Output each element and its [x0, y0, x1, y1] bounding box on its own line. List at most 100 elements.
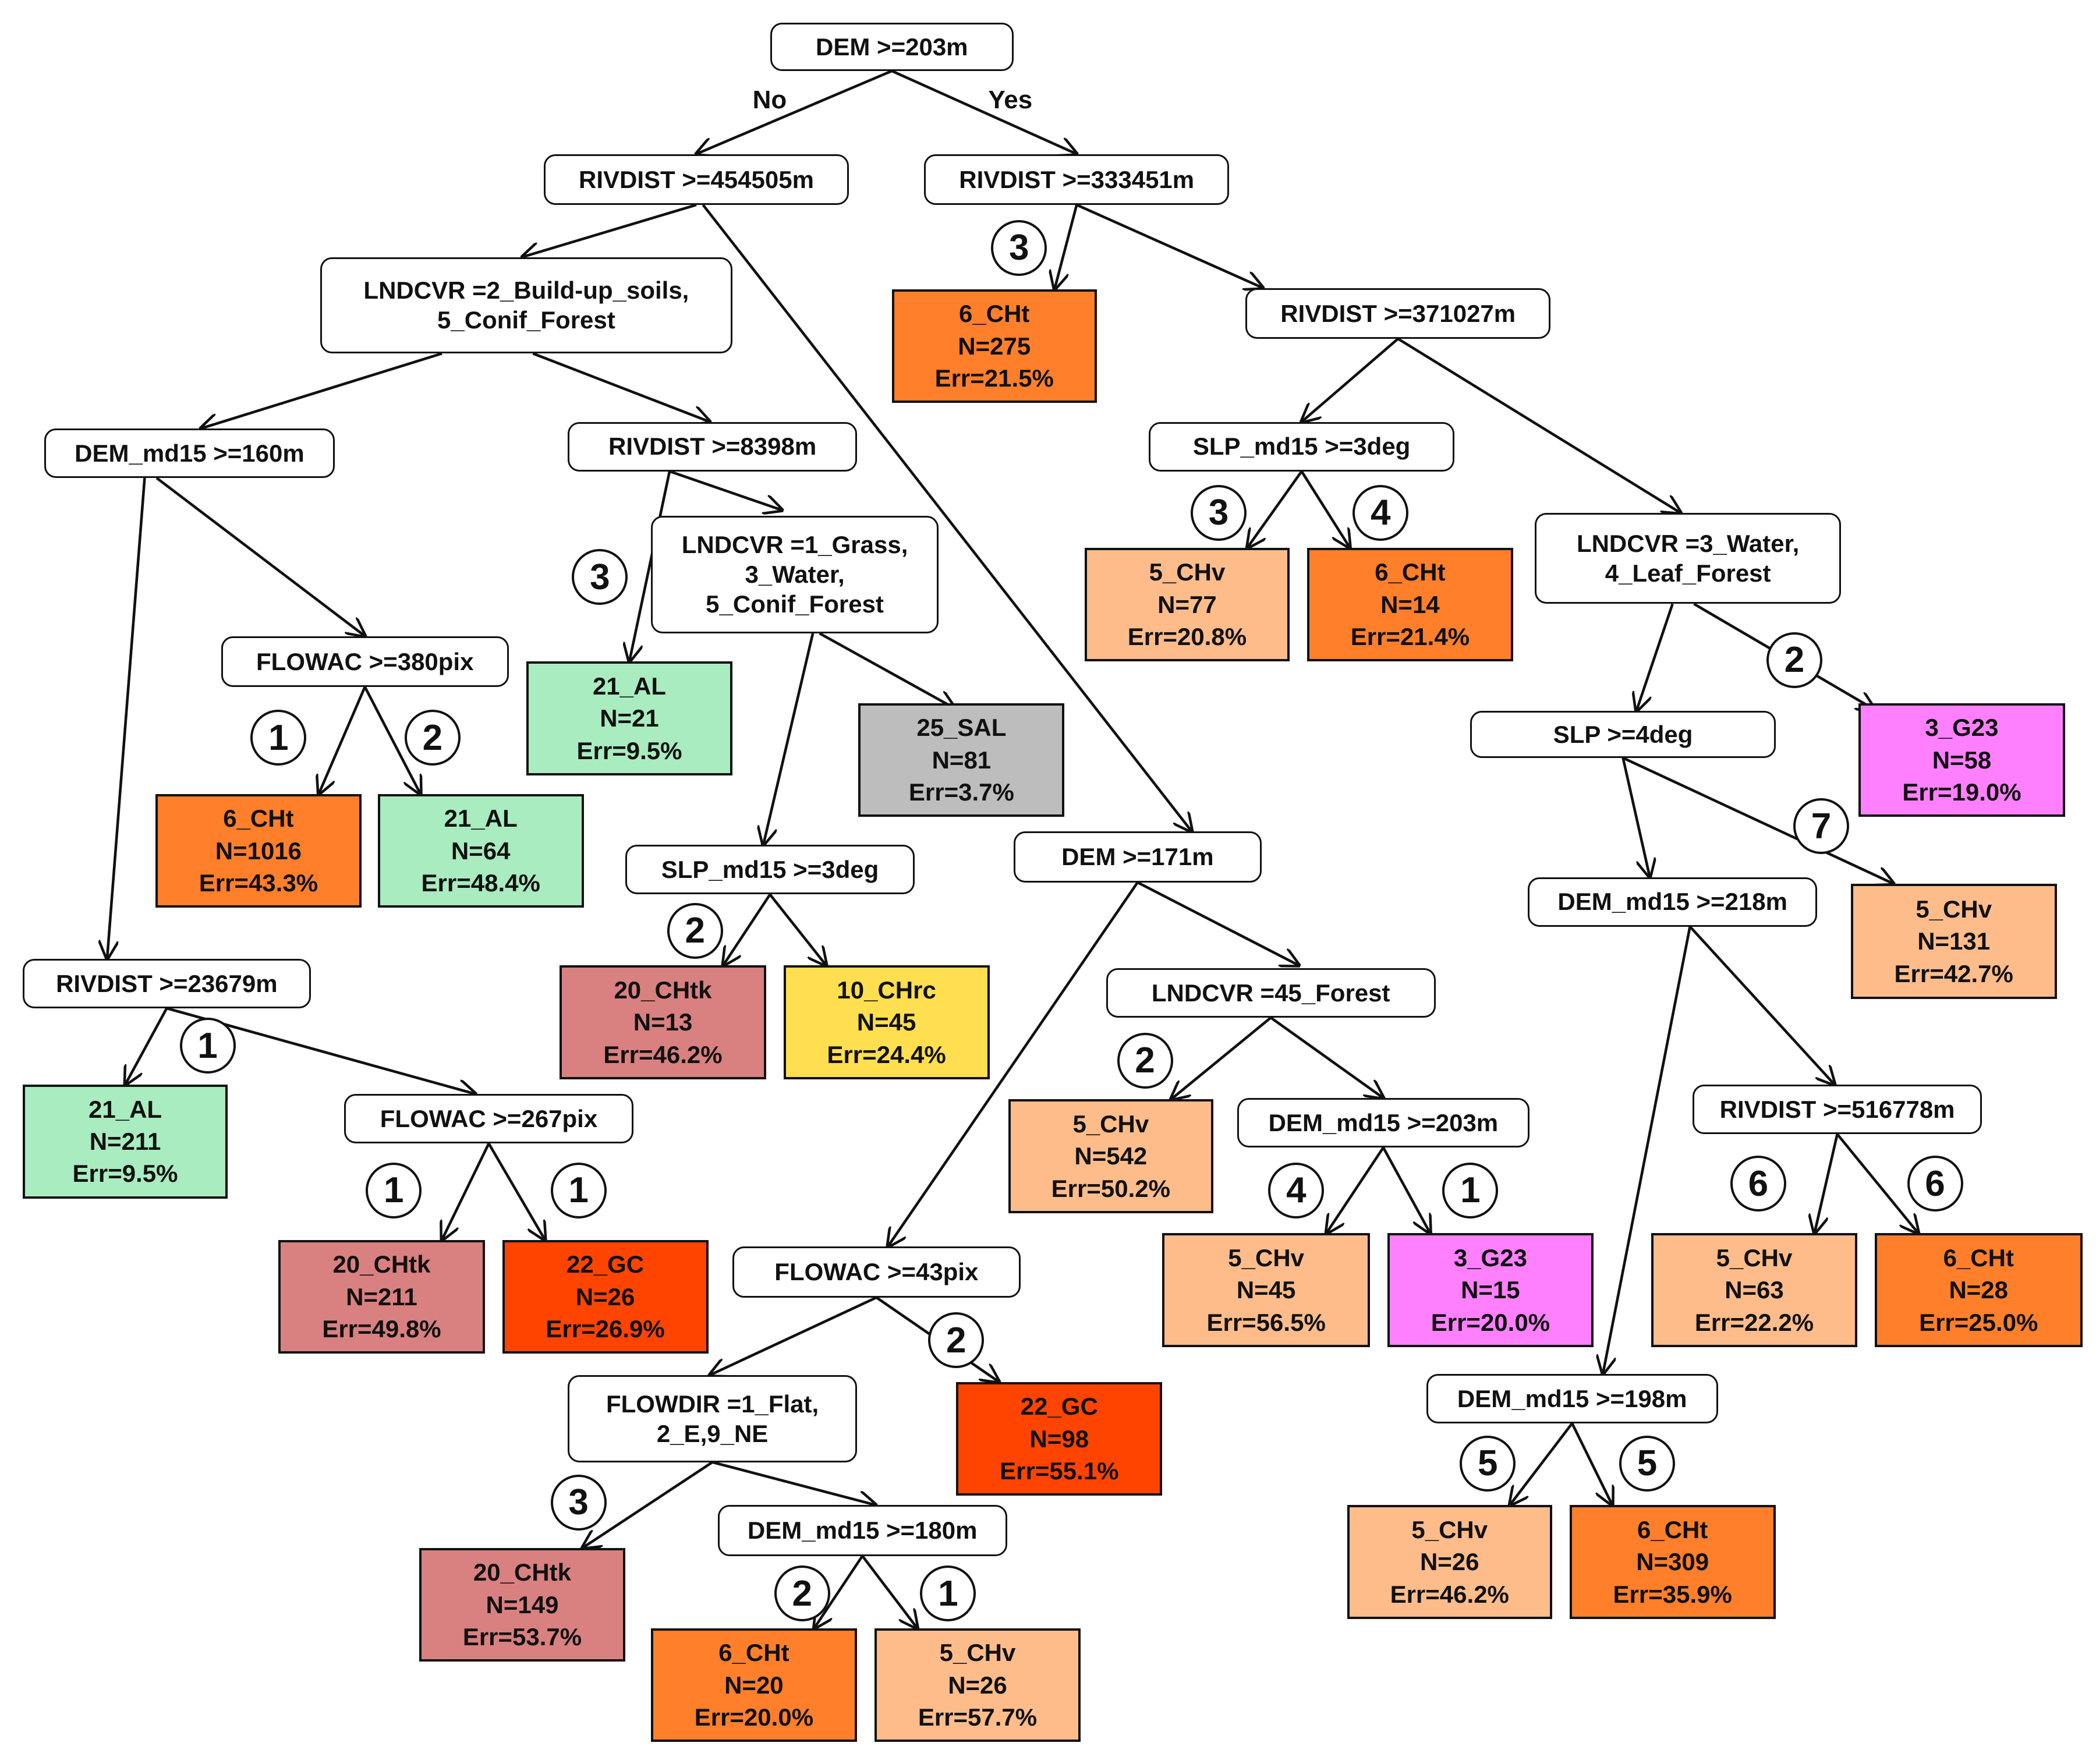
leaf-error-rate: Err=49.8%	[322, 1315, 441, 1343]
leaf-count: N=63	[1725, 1276, 1784, 1304]
split-node: SLP >=4deg	[1470, 711, 1776, 758]
edge-badge: 2	[404, 710, 461, 766]
leaf-error-rate: Err=9.5%	[72, 1160, 178, 1188]
edge-n_flow380-to-l_6cht_1016	[318, 686, 366, 794]
split-node: DEM_md15 >=203m	[1237, 1098, 1529, 1148]
leaf-class-label: 10_CHrc	[837, 976, 936, 1004]
edge-n_riv371027-to-n_slpmd3a	[1302, 338, 1399, 422]
leaf-count: N=77	[1157, 590, 1217, 618]
leaf-class-label: 5_CHv	[1228, 1244, 1305, 1271]
split-node: RIVDIST >=23679m	[23, 958, 311, 1008]
leaf-error-rate: Err=20.0%	[1431, 1308, 1550, 1336]
split-rule-text: FLOWAC >=380pix	[256, 647, 474, 675]
edge-n_dem160-to-n_flow380	[155, 477, 365, 636]
split-node: DEM_md15 >=180m	[717, 1505, 1007, 1556]
split-rule-text: 2_E,9_NE	[656, 1419, 769, 1447]
leaf-error-rate: Err=57.7%	[918, 1703, 1038, 1731]
split-node: SLP_md15 >=3deg	[1149, 421, 1454, 472]
leaf-count: N=1016	[215, 837, 302, 865]
edge-badge: 1	[179, 1018, 236, 1074]
edge-root-to-n_riv333451	[891, 69, 1077, 154]
edge-badge: 4	[1353, 484, 1409, 541]
split-node: FLOWDIR =1_Flat,2_E,9_NE	[568, 1375, 857, 1462]
edge-n_dem198-to-l_5chv_26a	[1510, 1422, 1574, 1505]
leaf-count: N=211	[346, 1283, 417, 1310]
branch-label-yes: Yes	[988, 86, 1033, 115]
leaf-count: N=275	[958, 332, 1031, 360]
edge-badge: 5	[1460, 1435, 1516, 1492]
edge-badge: 3	[1191, 484, 1247, 541]
leaf-count: N=26	[575, 1283, 635, 1310]
leaf-count: N=13	[633, 1008, 693, 1036]
split-rule-text: SLP >=4deg	[1553, 720, 1693, 748]
leaf-count: N=98	[1029, 1425, 1089, 1453]
edge-n_lnd45-to-l_5chv_542	[1171, 1016, 1272, 1099]
leaf-error-rate: Err=46.2%	[603, 1040, 723, 1068]
split-rule-text: LNDCVR =1_Grass,	[681, 530, 908, 558]
leaf-count: N=26	[1419, 1548, 1479, 1576]
edge-n_dem203-to-l_5chv_45	[1326, 1146, 1385, 1233]
leaf-error-rate: Err=22.2%	[1694, 1308, 1814, 1336]
leaf-count: N=45	[856, 1008, 916, 1036]
split-rule-text: 4_Leaf_Forest	[1605, 559, 1771, 587]
leaf-count: N=14	[1380, 590, 1440, 618]
edge-n_lnd2-to-n_riv8398	[532, 352, 710, 421]
leaf-class-label: 5_CHv	[1411, 1515, 1488, 1543]
split-node: DEM_md15 >=198m	[1426, 1373, 1718, 1423]
edge-n_lnd45-to-n_dem203	[1270, 1016, 1383, 1098]
edge-badge: 2	[928, 1312, 985, 1369]
edge-n_lnd1-to-n_slpmd3b	[763, 633, 815, 845]
edge-n_flowdir-to-n_dem180	[712, 1461, 876, 1506]
edge-n_dem171-to-n_flow43	[888, 881, 1139, 1247]
edge-n_slpmd3b-to-l_10chrc_45	[769, 893, 827, 965]
edge-n_slp4-to-l_5chv_131	[1622, 756, 1894, 884]
leaf-class-label: 22_GC	[567, 1251, 645, 1278]
leaf-error-rate: Err=19.0%	[1902, 778, 2021, 806]
edge-n_riv8398-to-n_lnd1	[669, 470, 782, 511]
leaf-class-label: 6_CHt	[1943, 1244, 2014, 1271]
leaf-count: N=20	[724, 1671, 784, 1699]
split-rule-text: DEM_md15 >=203m	[1268, 1108, 1499, 1136]
edge-badge: 5	[1619, 1435, 1675, 1492]
edge-n_riv454505-to-n_dem171	[702, 204, 1192, 831]
split-rule-text: LNDCVR =45_Forest	[1151, 979, 1390, 1007]
edge-n_lnd3-to-n_slp4	[1637, 603, 1674, 711]
leaf-error-rate: Err=20.0%	[694, 1703, 814, 1731]
leaf-count: N=81	[932, 746, 992, 774]
leaf-class-label: 21_AL	[444, 805, 518, 833]
edge-root-to-n_riv454505	[696, 69, 893, 154]
leaf-error-rate: Err=20.8%	[1127, 623, 1247, 651]
split-rule-text: DEM_md15 >=198m	[1457, 1384, 1687, 1412]
leaf-error-rate: Err=43.3%	[199, 869, 318, 897]
split-node: LNDCVR =1_Grass,3_Water,5_Conif_Forest	[650, 515, 939, 633]
edge-n_riv333451-to-l_6cht_275	[1054, 204, 1078, 289]
split-rule-text: LNDCVR =3_Water,	[1576, 529, 1800, 557]
edge-n_riv23679-to-l_21al_211	[125, 1007, 168, 1085]
leaf-class-label: 21_AL	[592, 672, 667, 700]
split-node: FLOWAC >=43pix	[732, 1246, 1021, 1298]
leaf-class-label: 5_CHv	[1072, 1110, 1149, 1138]
leaf-error-rate: Err=48.4%	[421, 869, 540, 897]
edge-n_riv454505-to-n_lnd2	[522, 203, 697, 257]
split-node: LNDCVR =2_Build-up_soils,5_Conif_Forest	[320, 257, 733, 354]
leaf-error-rate: Err=35.9%	[1613, 1580, 1732, 1608]
edge-badge: 3	[572, 549, 628, 605]
leaf-error-rate: Err=26.9%	[546, 1315, 665, 1343]
edge-badge: 3	[991, 219, 1047, 276]
edge-badge: 7	[1793, 798, 1849, 855]
leaf-class-label: 6_CHt	[959, 300, 1030, 328]
edge-n_dem203-to-l_3g23_15	[1382, 1146, 1431, 1233]
edge-badge: 1	[250, 710, 307, 766]
split-node: RIVDIST >=371027m	[1245, 288, 1551, 339]
edge-badge: 1	[1442, 1162, 1499, 1218]
split-rule-text: FLOWAC >=43pix	[774, 1258, 979, 1286]
split-rule-text: DEM >=203m	[816, 33, 968, 61]
